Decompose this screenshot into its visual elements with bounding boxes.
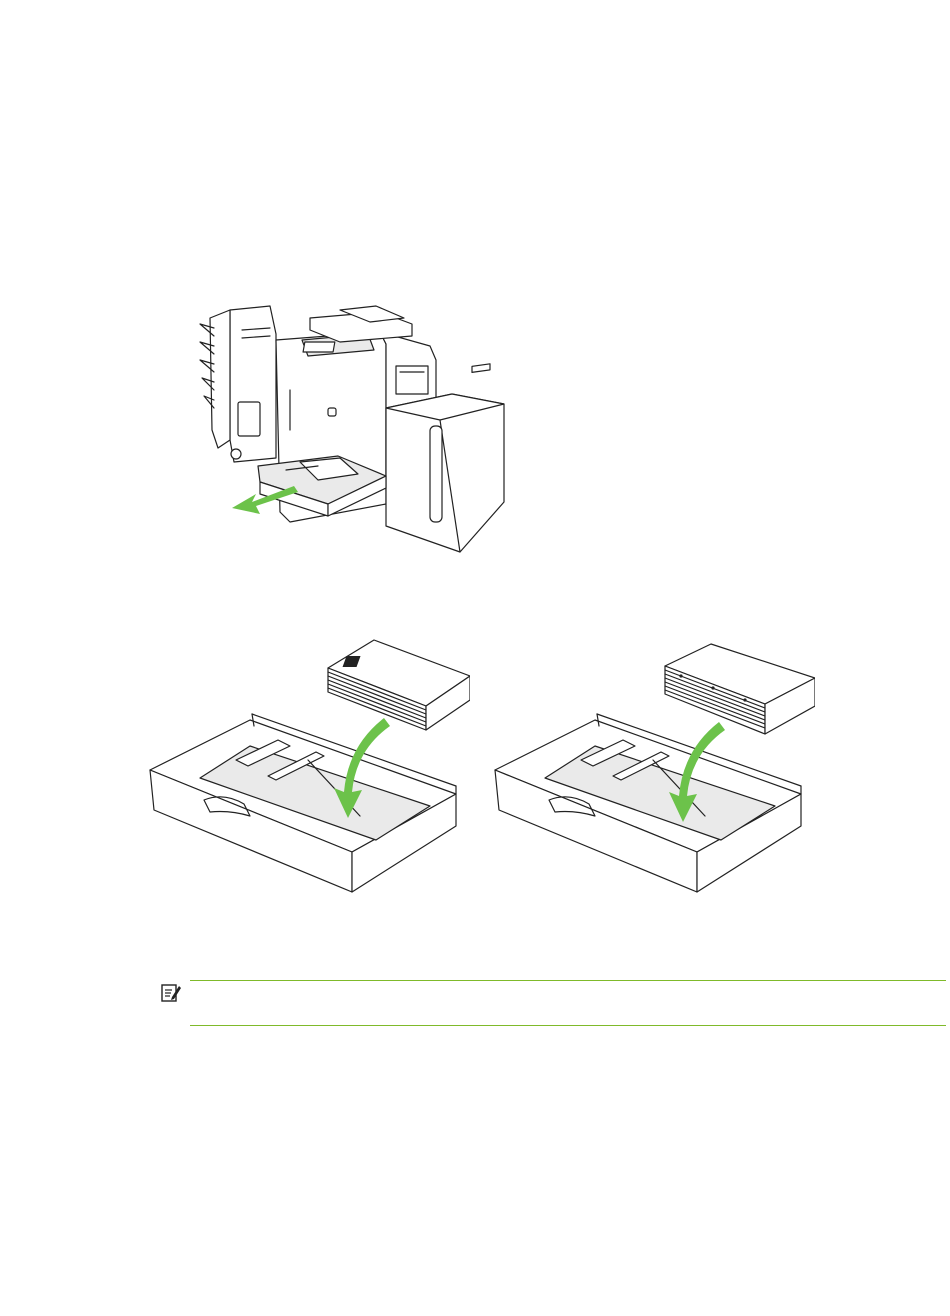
finisher-unit — [200, 306, 276, 462]
note-bottom-rule — [190, 1025, 946, 1026]
punch-hole — [679, 674, 682, 677]
note-top-rule — [190, 980, 946, 981]
tray-load-letterhead-illustration — [140, 630, 470, 900]
paper-tray — [495, 714, 801, 892]
printer-illustration — [190, 290, 520, 560]
punch-hole — [743, 698, 746, 701]
note-icon — [160, 982, 182, 1004]
punch-hole — [711, 686, 714, 689]
paper-tray — [150, 714, 456, 892]
paper-stack — [328, 640, 470, 730]
paper-stack — [665, 644, 815, 734]
tray-load-prepunched-illustration — [485, 630, 815, 900]
